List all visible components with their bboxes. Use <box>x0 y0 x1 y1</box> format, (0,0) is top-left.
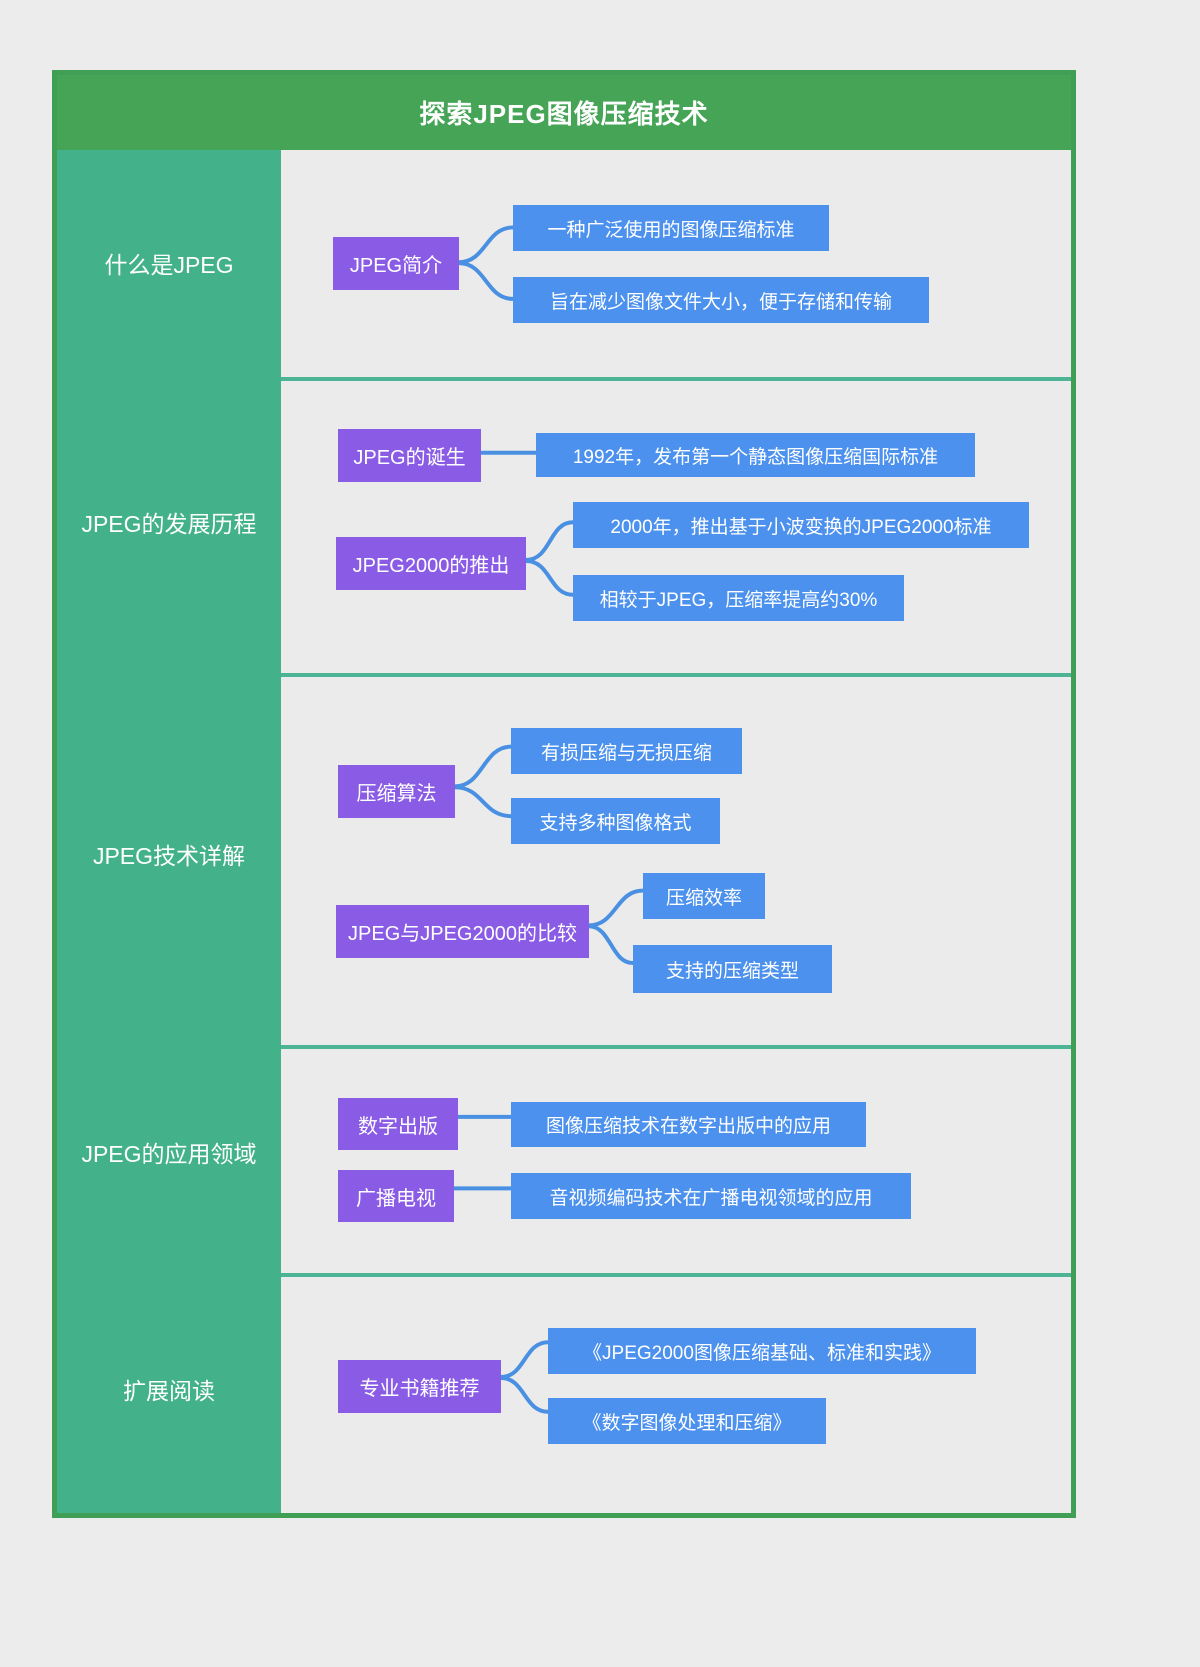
mindmap-frame: 探索JPEG图像压缩技术 什么是JPEG JPEG的发展历程 JPEG技术详解 … <box>52 70 1076 1518</box>
topic-node-broadcast-tv[interactable]: 广播电视 <box>338 1170 454 1222</box>
section-divider <box>281 1045 1071 1049</box>
topic-node-compression-algorithm[interactable]: 压缩算法 <box>338 765 455 818</box>
detail-node[interactable]: 2000年，推出基于小波变换的JPEG2000标准 <box>573 502 1029 548</box>
detail-node[interactable]: 压缩效率 <box>643 873 765 919</box>
mindmap-header: 探索JPEG图像压缩技术 <box>57 75 1071 150</box>
detail-node[interactable]: 有损压缩与无损压缩 <box>511 728 742 774</box>
detail-node[interactable]: 1992年，发布第一个静态图像压缩国际标准 <box>536 433 975 477</box>
mindmap-canvas: JPEG简介 一种广泛使用的图像压缩标准 旨在减少图像文件大小，便于存储和传输 … <box>281 150 1071 1513</box>
section-divider <box>281 377 1071 381</box>
topic-node-jpeg-vs-jpeg2000[interactable]: JPEG与JPEG2000的比较 <box>336 905 589 958</box>
topic-node-jpeg2000-launch[interactable]: JPEG2000的推出 <box>336 537 526 590</box>
detail-node[interactable]: 支持的压缩类型 <box>633 945 832 993</box>
topic-node-jpeg-birth[interactable]: JPEG的诞生 <box>338 429 481 482</box>
detail-node[interactable]: 旨在减少图像文件大小，便于存储和传输 <box>513 277 929 323</box>
detail-node[interactable]: 《数字图像处理和压缩》 <box>548 1398 826 1444</box>
section-label-applications[interactable]: JPEG的应用领域 <box>81 1140 257 1167</box>
section-sidebar: 什么是JPEG JPEG的发展历程 JPEG技术详解 JPEG的应用领域 扩展阅… <box>57 150 281 1513</box>
section-label-further-read[interactable]: 扩展阅读 <box>123 1377 215 1404</box>
mindmap-body: 什么是JPEG JPEG的发展历程 JPEG技术详解 JPEG的应用领域 扩展阅… <box>57 150 1071 1513</box>
section-label-what-is-jpeg[interactable]: 什么是JPEG <box>104 251 234 278</box>
topic-node-digital-publishing[interactable]: 数字出版 <box>338 1098 458 1150</box>
detail-node[interactable]: 音视频编码技术在广播电视领域的应用 <box>511 1173 911 1219</box>
topic-node-jpeg-intro[interactable]: JPEG简介 <box>333 237 459 290</box>
detail-node[interactable]: 支持多种图像格式 <box>511 798 720 844</box>
section-label-history[interactable]: JPEG的发展历程 <box>81 511 257 538</box>
section-divider <box>281 1273 1071 1277</box>
detail-node[interactable]: 一种广泛使用的图像压缩标准 <box>513 205 829 251</box>
detail-node[interactable]: 相较于JPEG，压缩率提高约30% <box>573 575 904 621</box>
topic-node-book-recommendation[interactable]: 专业书籍推荐 <box>338 1360 501 1413</box>
section-label-tech-detail[interactable]: JPEG技术详解 <box>92 842 246 869</box>
detail-node[interactable]: 图像压缩技术在数字出版中的应用 <box>511 1102 866 1147</box>
section-divider <box>281 673 1071 677</box>
mindmap-title: 探索JPEG图像压缩技术 <box>419 99 709 129</box>
detail-node[interactable]: 《JPEG2000图像压缩基础、标准和实践》 <box>548 1328 976 1374</box>
